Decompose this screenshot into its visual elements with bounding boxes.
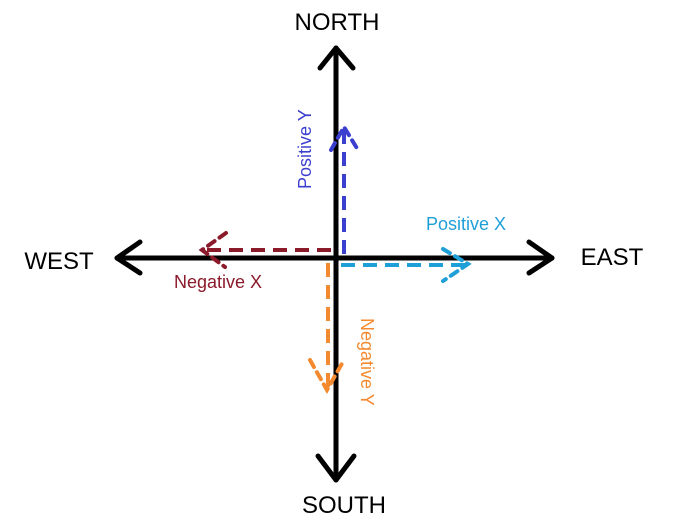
positive-y-label: Positive Y [295,109,315,189]
north-label: NORTH [295,9,380,36]
negative-x-arrowhead [198,231,228,269]
positive-y-arrowhead [329,123,360,152]
positive-x-label: Positive X [426,214,506,234]
north-arrowhead [317,45,356,71]
compass-axes [114,45,555,483]
positive-x-arrowhead [441,247,472,283]
east-arrowhead [526,239,555,276]
west-arrowhead [114,239,143,276]
positive-x-vector: Positive X [341,214,506,283]
negative-y-label: Negative Y [357,318,377,406]
positive-y-vector: Positive Y [295,109,360,254]
negative-x-label: Negative X [174,272,262,292]
negative-y-vector: Negative Y [308,263,377,406]
east-label: EAST [581,244,644,271]
negative-y-arrowhead [308,358,346,395]
negative-x-vector: Negative X [174,231,331,292]
south-arrowhead [315,453,357,483]
west-label: WEST [24,248,94,275]
south-label: SOUTH [302,492,386,519]
